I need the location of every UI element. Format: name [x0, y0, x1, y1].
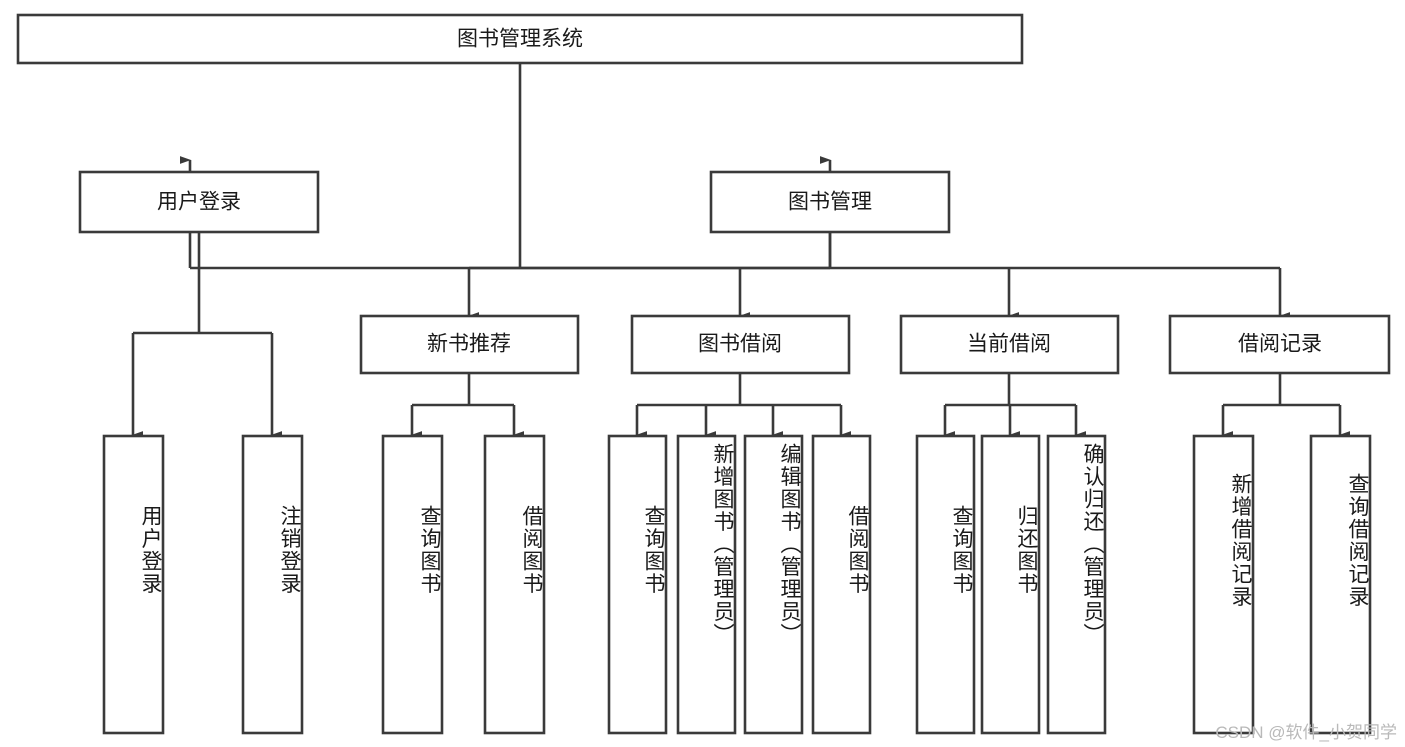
node-leaf-query-record[interactable] — [1309, 434, 1372, 735]
node-leaf-edit-book[interactable] — [743, 434, 804, 735]
node-leaf-confirm-return[interactable] — [1046, 434, 1107, 735]
node-new-book-recommend-label: 新书推荐 — [427, 333, 511, 356]
node-new-book-recommend[interactable] — [359, 314, 580, 375]
node-leaf-query-book-3[interactable] — [915, 434, 976, 735]
node-book-manage-label: 图书管理 — [788, 191, 872, 214]
node-leaf-return-book[interactable] — [980, 434, 1041, 735]
csdn-watermark: CSDN @软件_小贺同学 — [1215, 723, 1397, 742]
node-leaf-user-login[interactable] — [102, 434, 165, 735]
node-leaf-add-book[interactable] — [676, 434, 737, 735]
node-borrow-record-label: 借阅记录 — [1238, 333, 1322, 356]
node-user-login[interactable] — [78, 170, 320, 234]
node-current-borrow-label: 当前借阅 — [967, 333, 1051, 356]
node-user-login-label: 用户登录 — [157, 191, 241, 214]
node-leaf-query-book-2[interactable] — [607, 434, 668, 735]
node-book-manage[interactable] — [709, 170, 951, 234]
node-leaf-query-book-1[interactable] — [381, 434, 444, 735]
node-borrow-record[interactable] — [1168, 314, 1391, 375]
node-leaf-borrow-book-1[interactable] — [483, 434, 546, 735]
node-book-borrow[interactable] — [630, 314, 851, 375]
node-root-label: 图书管理系统 — [457, 28, 583, 51]
node-root[interactable] — [16, 13, 1024, 65]
node-leaf-borrow-book-2[interactable] — [811, 434, 872, 735]
node-current-borrow[interactable] — [899, 314, 1120, 375]
node-book-borrow-label: 图书借阅 — [698, 333, 782, 356]
node-leaf-add-record[interactable] — [1192, 434, 1255, 735]
node-leaf-user-logout[interactable] — [241, 434, 304, 735]
